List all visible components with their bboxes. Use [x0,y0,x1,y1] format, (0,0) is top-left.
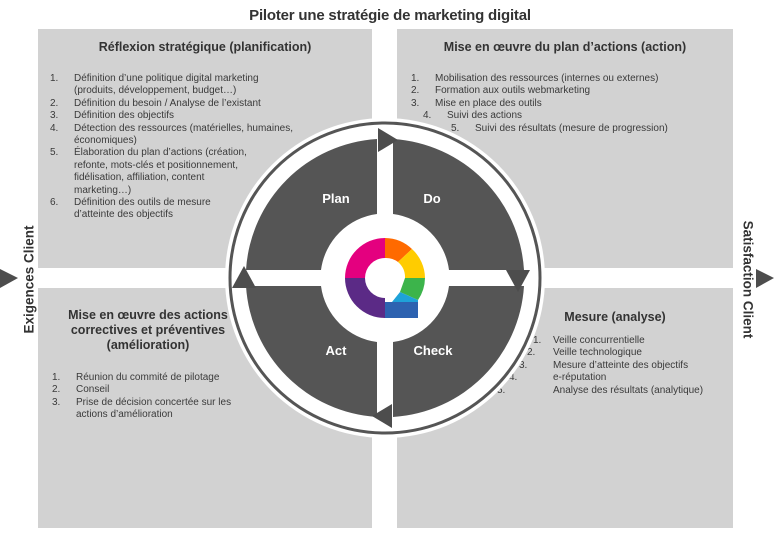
list-item: 1.Définition d’une politique digital mar… [50,73,259,97]
action-list: 1.Mobilisation des ressources (internes … [411,73,721,135]
label-act: Act [326,343,348,358]
list-item: 3.Mise en place des outils [411,97,542,109]
wedge-check [393,286,524,417]
list-item: 5.Élaboration du plan d’actions (créatio… [50,147,247,196]
label-check: Check [413,343,453,358]
label-plan: Plan [322,191,350,206]
list-item: 2.Définition du besoin / Analyse de l’ex… [50,97,261,109]
arrow-left-icon [232,266,256,288]
page-title: Piloter une stratégie de marketing digit… [249,7,531,24]
analyse-list: 1.Veille concurrentielle 2.Veille techno… [497,335,727,397]
list-item: 6.Définition des outils de mesure d’atte… [50,197,211,221]
list-item: 2.Veille technologique [527,347,642,359]
panel-title: Mise en œuvre du plan d’actions (action) [443,40,687,54]
wedge-plan [246,139,377,270]
panel-title: Réflexion stratégique (planification) [98,40,312,54]
wedge-do [393,139,524,270]
amelioration-list: 1.Réunion du commité de pilotage 2.Conse… [52,372,252,422]
arrow-right-icon [506,270,530,292]
list-item: 3.Prise de décision concertée sur les ac… [52,396,232,421]
planification-list: 1.Définition d’une politique digital mar… [50,73,300,222]
right-arrow-icon [756,269,774,288]
list-item: 4.Détection des ressources (matérielles,… [50,122,293,147]
arrow-bottom-icon [372,404,392,428]
list-item: 5.Suivi des résultats (mesure de progres… [451,122,668,134]
panel-title: Mesure (analyse) [564,310,666,324]
rainbow-e-logo-icon [325,218,445,338]
list-item: 4.e-réputation [509,372,607,384]
list-item: 2.Conseil [52,384,110,396]
list-item: 3.Mesure d’atteinte des objectifs [519,359,689,371]
arrow-top-icon [378,128,398,152]
list-item: 3.Définition des objectifs [50,110,175,122]
list-item: 1.Veille concurrentielle [533,335,645,346]
label-do: Do [423,191,440,206]
list-item: 1.Mobilisation des ressources (internes … [411,73,659,84]
list-item: 2.Formation aux outils webmarketing [411,85,591,97]
outer-dark-ring [228,121,542,435]
list-item: 1.Réunion du commité de pilotage [52,372,220,383]
panel-title: Mise en œuvre des actions correctives et… [68,308,228,352]
left-arrow-icon [0,269,18,288]
list-item: 5.Analyse des résultats (analytique) [497,384,704,396]
wedge-act [246,286,377,417]
list-item: 4.Suivi des actions [423,110,523,122]
